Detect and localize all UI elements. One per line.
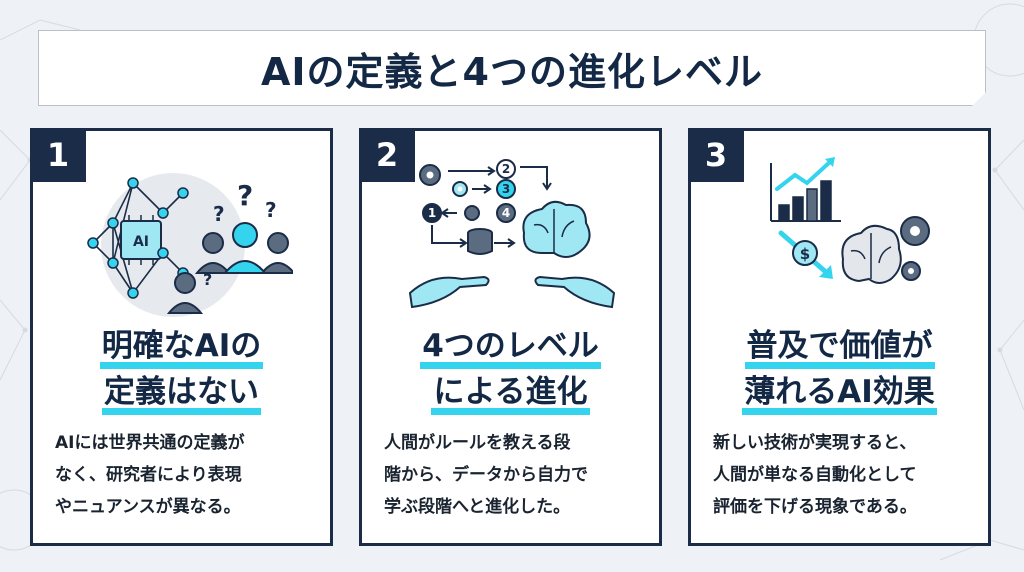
level-1-label: 1	[428, 206, 436, 220]
question-mark-1: ?	[213, 202, 225, 226]
card-body-line: 人間が単なる自動化として	[713, 465, 917, 485]
card-heading-line-1: 明確なAIの	[99, 323, 264, 369]
card-heading-line-2: による進化	[431, 369, 590, 415]
card-body-line: 評価を下げる現象である。	[713, 497, 917, 517]
card-heading-line-1: 4つのレベル	[420, 323, 601, 369]
card-body-line: 人間がルールを教える段	[384, 433, 571, 453]
card-body-line: 新しい技術が実現すると、	[713, 433, 917, 453]
card-ai-effect: 3 $	[688, 128, 991, 546]
card-heading: 明確なAIの 定義はない	[33, 323, 330, 415]
card-body: 新しい技術が実現すると、 人間が単なる自動化として 評価を下げる現象である。	[713, 427, 975, 523]
card-body-line: AIには世界共通の定義が	[55, 433, 245, 453]
ai-network-confused-people-icon: AI ? ? ? ?	[87, 173, 293, 317]
question-mark-4: ?	[203, 270, 212, 289]
dollar-sign: $	[800, 245, 810, 263]
question-mark-3: ?	[265, 198, 277, 222]
ai-chip-label: AI	[133, 234, 149, 250]
declining-value-chart-icon: $	[770, 157, 930, 284]
card-heading-line-2: 定義はない	[102, 369, 261, 415]
card-heading-line-1: 普及で価値が	[744, 323, 935, 369]
level-2-label: 2	[502, 162, 510, 176]
card-body-line: 階から、データから自力で	[384, 465, 588, 485]
card-number-badge: 1	[30, 128, 86, 182]
card-number-badge: 3	[688, 128, 744, 182]
page-title: AIの定義と4つの進化レベル	[261, 49, 763, 94]
level-4-label: 4	[502, 206, 510, 220]
title-banner: AIの定義と4つの進化レベル	[38, 30, 986, 106]
card-heading: 4つのレベル による進化	[362, 323, 659, 415]
card-heading: 普及で価値が 薄れるAI効果	[691, 323, 988, 415]
card-no-clear-definition: 1 AI	[30, 128, 333, 546]
card-body-line: 学ぶ段階へと進化した。	[384, 497, 571, 517]
rule-to-data-learning-icon: 2 3 1 4	[408, 159, 616, 309]
card-four-levels: 2 2 3 1 4	[359, 128, 662, 546]
card-body: AIには世界共通の定義が なく、研究者により表現 やニュアンスが異なる。	[55, 427, 317, 523]
card-body-line: なく、研究者により表現	[55, 465, 242, 485]
card-body: 人間がルールを教える段 階から、データから自力で 学ぶ段階へと進化した。	[384, 427, 646, 523]
question-mark-2: ?	[237, 179, 253, 212]
card-body-line: やニュアンスが異なる。	[55, 497, 241, 517]
card-number-badge: 2	[359, 128, 415, 182]
card-heading-line-2: 薄れるAI効果	[742, 369, 937, 415]
level-3-label: 3	[502, 182, 510, 196]
